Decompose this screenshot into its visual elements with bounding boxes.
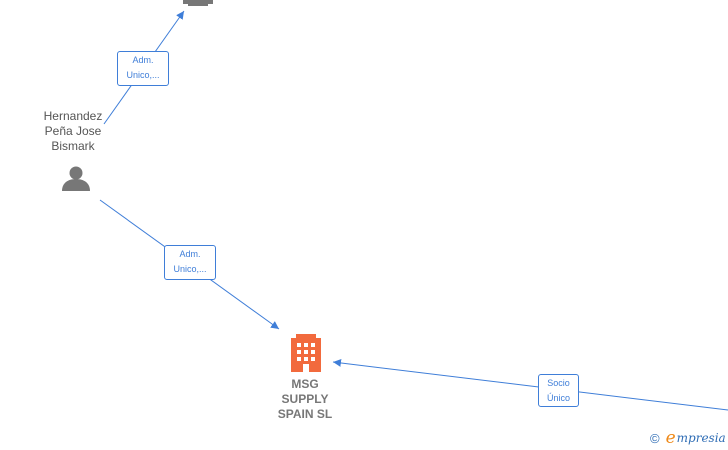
person-icon[interactable] xyxy=(62,166,90,192)
empresia-logo-letter: e xyxy=(665,428,676,448)
edge-label-line2: Único xyxy=(546,393,570,403)
edge-label-line2: Unico,... xyxy=(173,264,207,274)
edge-label-adm-unico-main[interactable]: Adm. Unico,... xyxy=(164,245,216,280)
edge-label-line1: Adm. xyxy=(132,55,154,65)
copyright-symbol: © xyxy=(650,430,660,446)
person-name-label[interactable]: Hernandez Peña Jose Bismark xyxy=(43,109,103,153)
edge-external-to-main-company xyxy=(332,358,728,411)
edge-label-line1: Socio xyxy=(547,378,570,388)
edge-label-socio-unico[interactable]: Socio Único xyxy=(538,374,579,407)
main-company-name-label[interactable]: MSG SUPPLY SPAIN SL xyxy=(277,377,333,421)
empresia-watermark: © e mpresia xyxy=(650,428,726,448)
main-company-building-icon[interactable] xyxy=(291,334,321,372)
top-company-building-icon[interactable] xyxy=(183,0,213,6)
edge-label-adm-unico-top[interactable]: Adm. Unico,... xyxy=(117,51,169,86)
edge-label-line2: Unico,... xyxy=(126,70,160,80)
edge-label-line1: Adm. xyxy=(179,249,201,259)
empresia-logo-text: mpresia xyxy=(676,431,726,445)
